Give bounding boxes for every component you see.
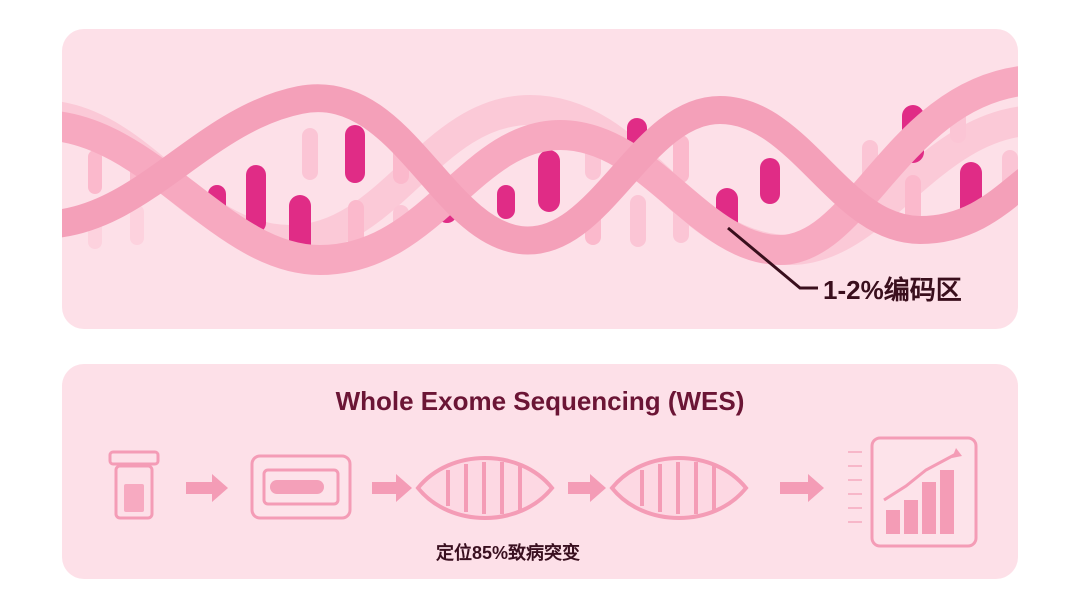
rung-highlight [497, 185, 515, 219]
wes-caption: 定位85%致病突变 [436, 543, 581, 563]
arrow-icon [568, 474, 606, 502]
sequencing-chip-icon [250, 454, 352, 520]
arrow-icon [372, 474, 412, 502]
callout-line [727, 226, 818, 290]
rung [673, 135, 689, 183]
rung-highlight [538, 150, 560, 212]
coding-region-callout: 1-2%编码区 [823, 275, 962, 305]
rung-highlight [289, 195, 311, 257]
bar-chart-report-icon [848, 436, 978, 548]
rung [130, 205, 144, 245]
dna-segment-icon [415, 456, 555, 520]
rung [630, 195, 646, 247]
sample-tube-icon [108, 450, 160, 520]
rung-highlight [760, 158, 780, 204]
arrow-icon [186, 474, 228, 502]
rung-highlight [345, 125, 365, 183]
front-strand-b [62, 84, 1018, 255]
arrow-icon [780, 474, 824, 502]
dna-segment-icon [609, 456, 749, 520]
rung [905, 175, 921, 223]
rung [88, 150, 102, 194]
rung-highlight [246, 165, 266, 233]
rung [302, 128, 318, 180]
wes-title: Whole Exome Sequencing (WES) [335, 386, 745, 416]
wes-panel [62, 364, 1018, 579]
